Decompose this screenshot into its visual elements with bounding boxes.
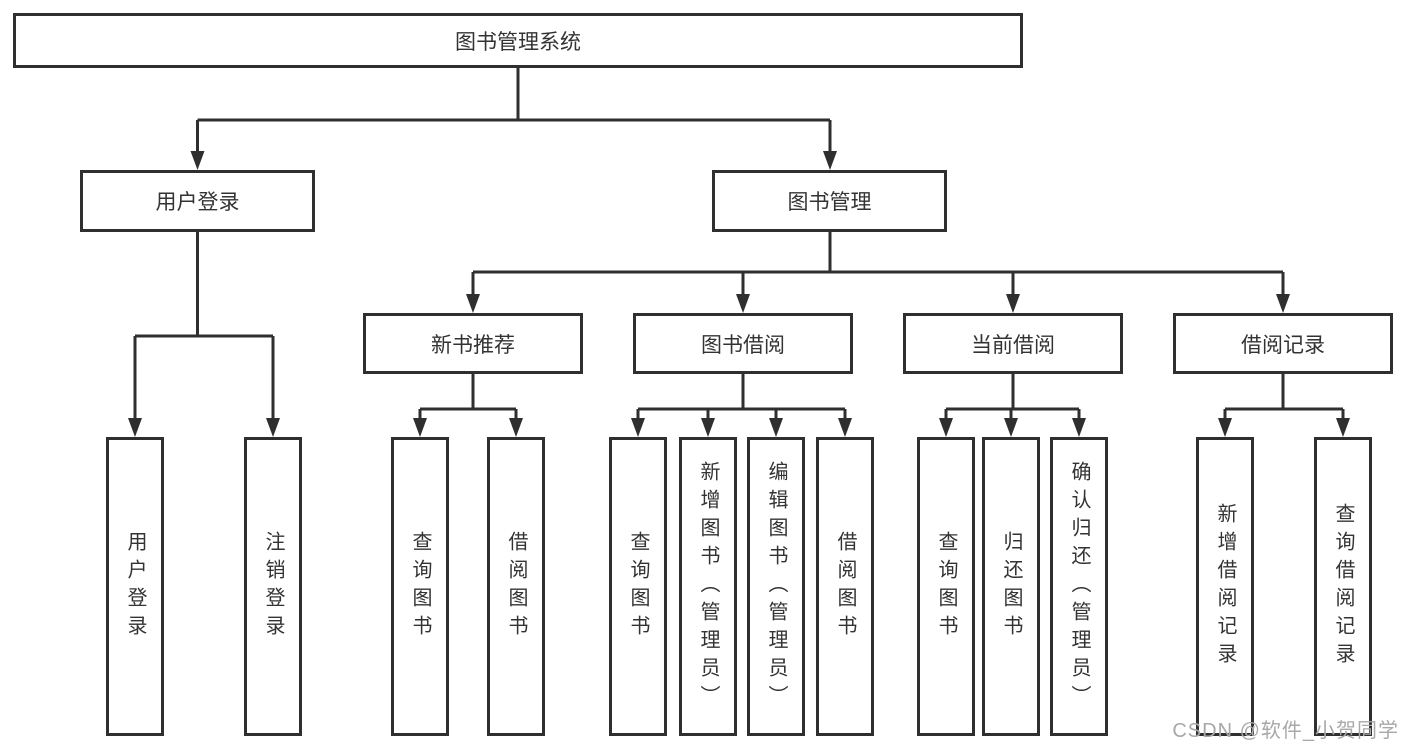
arrowhead-icon	[1218, 418, 1232, 437]
leaf-user-login: 用户登录	[106, 437, 164, 736]
arrowhead-icon	[769, 418, 783, 437]
arrowheads	[128, 151, 1350, 437]
arrowhead-icon	[1276, 294, 1290, 313]
leaf-borrow-query-books: 查询图书	[609, 437, 667, 736]
arrowhead-icon	[1004, 418, 1018, 437]
node-book-management: 图书管理	[712, 170, 947, 232]
arrowhead-icon	[736, 294, 750, 313]
arrowhead-icon	[1072, 418, 1086, 437]
csdn-watermark: CSDN @软件_小贺同学	[1172, 720, 1399, 742]
arrowhead-icon	[466, 294, 480, 313]
leaf-current-return-books: 归还图书	[982, 437, 1040, 736]
arrowhead-icon	[413, 418, 427, 437]
arrowhead-icon	[701, 418, 715, 437]
leaf-borrow-borrow-books: 借阅图书	[816, 437, 874, 736]
arrowhead-icon	[1006, 294, 1020, 313]
node-book-borrow: 图书借阅	[633, 313, 853, 374]
leaf-records-query-record: 查询借阅记录	[1314, 437, 1372, 736]
leaf-current-confirm-return-admin: 确认归还（管理员）	[1050, 437, 1108, 736]
arrowhead-icon	[190, 151, 205, 170]
node-user-login: 用户登录	[80, 170, 315, 232]
leaf-records-add-record: 新增借阅记录	[1196, 437, 1254, 736]
connector-borrow-to-leaves	[636, 374, 847, 422]
arrowhead-icon	[823, 151, 837, 170]
arrowhead-icon	[939, 418, 953, 437]
arrowhead-icon	[631, 418, 645, 437]
connector-login-to-leaves	[133, 232, 275, 422]
connector-root-to-level2	[196, 68, 832, 154]
node-current-borrow: 当前借阅	[903, 313, 1123, 374]
arrowhead-icon	[1336, 418, 1350, 437]
leaf-borrow-edit-books-admin: 编辑图书（管理员）	[747, 437, 805, 736]
connector-mgmt-to-level3	[471, 232, 1285, 298]
arrowhead-icon	[128, 418, 142, 437]
leaf-recommend-query-books: 查询图书	[391, 437, 449, 736]
connector-records-to-leaves	[1223, 374, 1345, 422]
leaf-borrow-add-books-admin: 新增图书（管理员）	[679, 437, 737, 736]
leaf-current-query-books: 查询图书	[917, 437, 975, 736]
leaf-recommend-borrow-books: 借阅图书	[487, 437, 545, 736]
connector-recommend-to-leaves	[418, 374, 518, 422]
arrowhead-icon	[509, 418, 523, 437]
arrowhead-icon	[266, 418, 280, 437]
node-new-book-recommend: 新书推荐	[363, 313, 583, 374]
node-borrow-records: 借阅记录	[1173, 313, 1393, 374]
arrowhead-icon	[838, 418, 852, 437]
node-root-system: 图书管理系统	[13, 13, 1023, 68]
connector-current-to-leaves	[944, 374, 1081, 422]
leaf-logout: 注销登录	[244, 437, 302, 736]
